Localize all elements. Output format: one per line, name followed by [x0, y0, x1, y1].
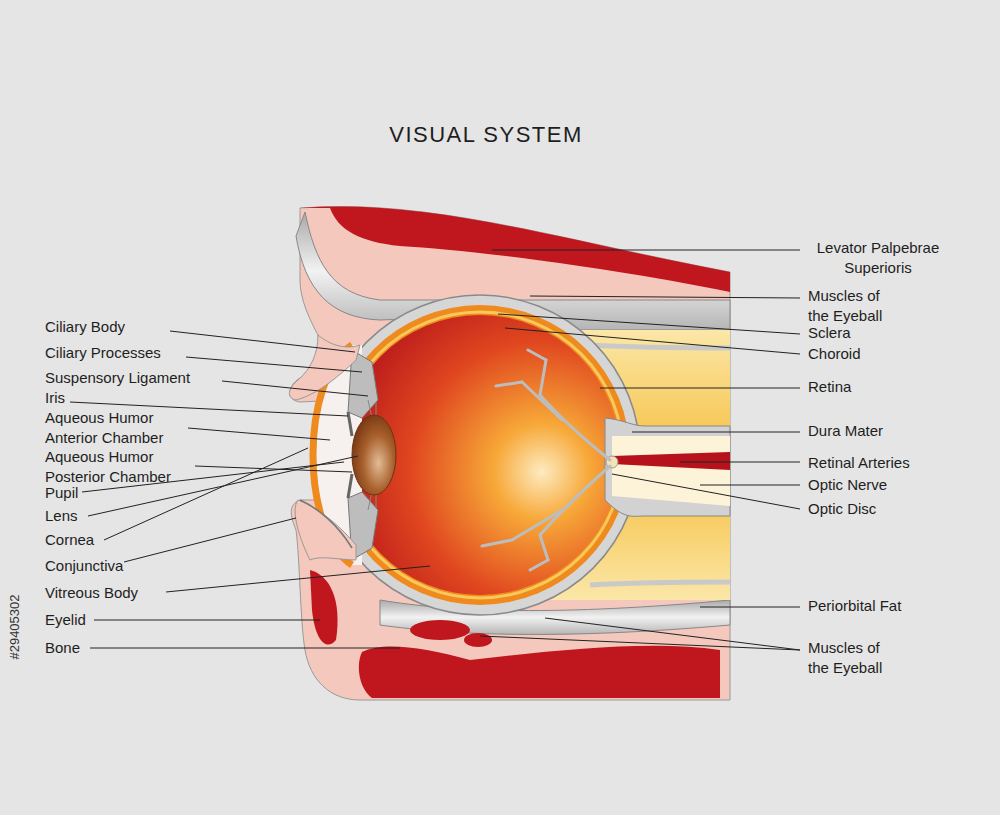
iris [348, 474, 352, 498]
conjunctiva [300, 500, 352, 548]
choroid [330, 305, 630, 605]
part-label: Muscles of the Eyeball [808, 286, 903, 326]
part-label: Sclera [808, 323, 851, 343]
iris [348, 412, 352, 436]
part-label: Levator Palpebrae Superioris [808, 238, 948, 278]
part-label: Choroid [808, 344, 861, 364]
part-label: Dura Mater [808, 421, 883, 441]
levator-muscle [300, 206, 730, 292]
part-label: Aqueous Humor Posterior Chamber [45, 447, 195, 487]
optic-nerve [612, 436, 730, 506]
part-label: Bone [45, 638, 80, 658]
skin-tissue [290, 206, 730, 700]
part-label: Conjunctiva [45, 556, 123, 576]
part-label: Vitreous Body [45, 583, 138, 603]
lens [352, 415, 396, 495]
diagram-title: VISUAL SYSTEM [0, 122, 986, 148]
upper-eyelid [289, 335, 360, 400]
part-label: Optic Nerve [808, 475, 887, 495]
part-label: Muscles of the Eyeball [808, 638, 903, 678]
part-label: Iris [45, 388, 65, 408]
part-label: Periorbital Fat [808, 596, 901, 616]
part-label: Pupil [45, 483, 78, 503]
retinal-artery [612, 452, 730, 470]
lid-muscle [310, 570, 338, 645]
retinal-vessels [482, 350, 610, 570]
part-label: Retina [808, 377, 851, 397]
part-label: Ciliary Processes [45, 343, 161, 363]
eye-muscle [464, 633, 492, 647]
part-label: Optic Disc [808, 499, 876, 519]
part-label: Ciliary Body [45, 317, 125, 337]
leader-lines [70, 250, 800, 650]
part-label: Suspensory Ligament [45, 368, 190, 388]
lower-eyelid [295, 500, 356, 560]
eye-muscle [410, 620, 470, 640]
stock-id: #29405302 [7, 582, 23, 672]
bone [359, 646, 720, 698]
sclera [320, 295, 640, 615]
part-label: Aqueous Humor Anterior Chamber [45, 408, 195, 448]
part-label: Cornea [45, 530, 94, 550]
part-label: Eyelid [45, 610, 86, 630]
retina [337, 312, 623, 598]
dura-line [590, 582, 730, 585]
part-label: Retinal Arteries [808, 453, 910, 473]
dura-line [590, 345, 730, 348]
vitreous-body [340, 315, 620, 595]
part-label: Lens [45, 506, 78, 526]
nerve-sheath [605, 418, 730, 516]
